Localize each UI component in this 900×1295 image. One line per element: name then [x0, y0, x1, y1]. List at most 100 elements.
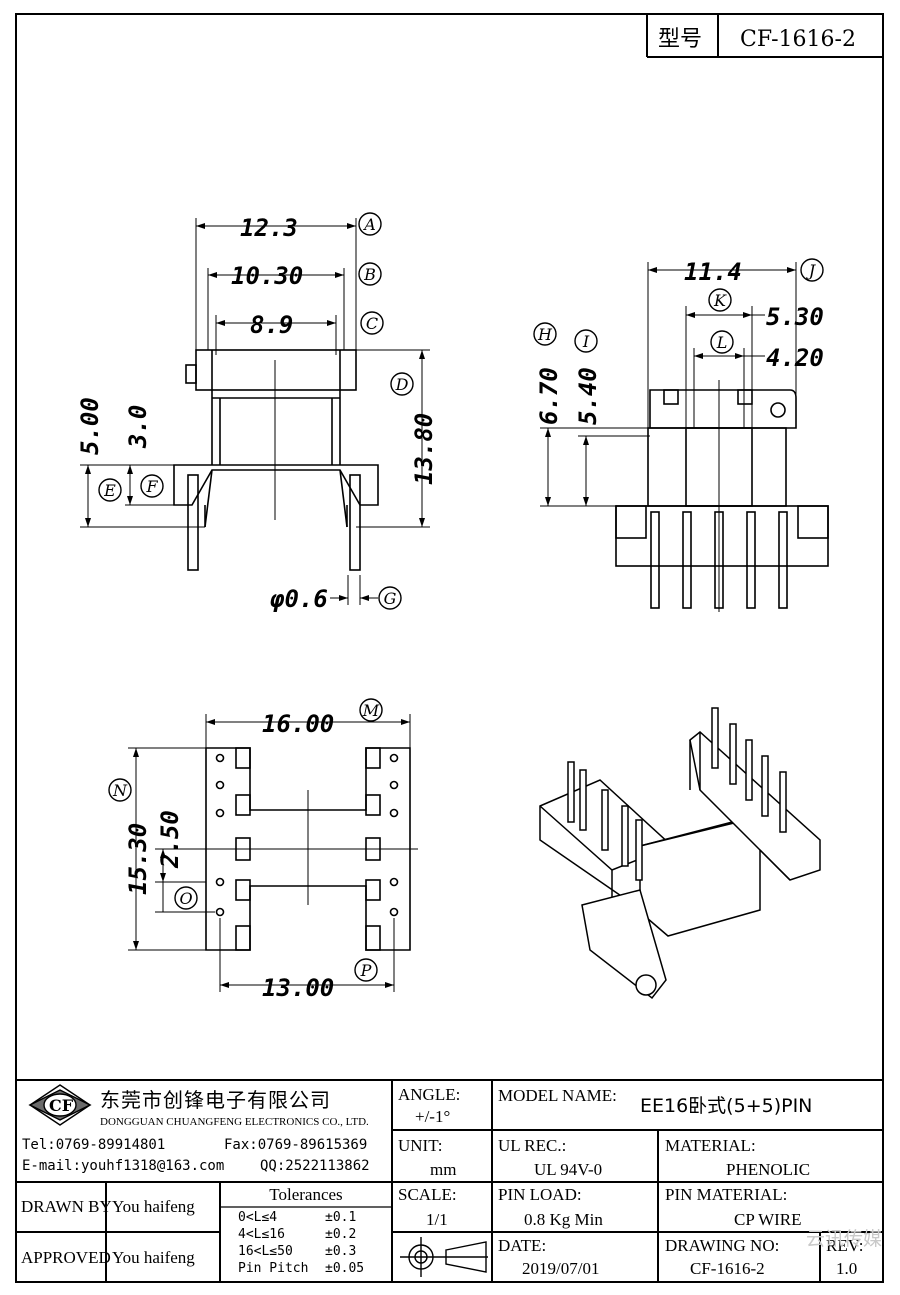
model-label: 型号 [658, 27, 702, 52]
dim-6-70: 6.70 [535, 367, 563, 425]
callout-circle-c [360, 311, 384, 335]
tol-range-2: 16<L≤50 [238, 1244, 293, 1259]
dim-8-9: 8.9 [250, 311, 293, 339]
callout-circle-d [390, 372, 414, 396]
callout-label-p: P [360, 961, 372, 980]
callout-circle-o [174, 886, 198, 910]
front-view [173, 349, 379, 571]
tolerances-title: Tolerances [269, 1185, 343, 1204]
callout-label-a: A [362, 215, 376, 234]
callout-circle-a [358, 212, 382, 236]
dim-12-3: 12.3 [240, 214, 298, 242]
tol-range-0: 0<L≤4 [238, 1210, 278, 1225]
callout-circle-g [378, 586, 402, 610]
material-label: MATERIAL: [665, 1136, 756, 1155]
approved-value: You haifeng [112, 1248, 195, 1267]
callout-circle-b [358, 262, 382, 286]
company-logo [28, 1084, 92, 1126]
drawing-no-value: CF-1616-2 [690, 1259, 765, 1278]
callout-circle-i [574, 329, 598, 353]
title-block-grid [16, 1080, 883, 1282]
model-name-label: MODEL NAME: [498, 1086, 617, 1105]
callout-label-d: D [395, 375, 409, 394]
callout-label-n: N [112, 781, 128, 800]
callout-label-k: K [713, 291, 727, 310]
dim-10-30: 10.30 [231, 262, 303, 290]
pin-load-label: PIN LOAD: [498, 1185, 582, 1204]
ul-label: UL REC.: [498, 1136, 567, 1155]
watermark: 云讯传媒 [805, 1228, 882, 1250]
company-name-cn: 东莞市创锋电子有限公司 [100, 1088, 331, 1112]
company-email: E-mail:youhf1318@163.com [22, 1158, 225, 1174]
tol-val-1: ±0.2 [325, 1227, 357, 1242]
material-value: PHENOLIC [726, 1160, 811, 1179]
side-view [615, 380, 829, 612]
scale-label: SCALE: [398, 1185, 457, 1204]
model-name-value: EE16卧式(5+5)PIN [640, 1095, 813, 1117]
callout-circle-f [140, 474, 164, 498]
callout-label-j: J [806, 261, 817, 280]
angle-label: ANGLE: [398, 1085, 461, 1104]
callout-label-b: B [363, 265, 376, 284]
pin-material-value: CP WIRE [734, 1210, 802, 1229]
tol-range-1: 4<L≤16 [238, 1227, 285, 1242]
callout-circle-h [533, 322, 557, 346]
isometric-view [539, 707, 821, 1000]
dim-11-4: 11.4 [684, 258, 742, 286]
drawing-no-label: DRAWING NO: [665, 1236, 780, 1255]
logo-text: CF [49, 1096, 74, 1115]
callout-label-i: I [582, 332, 590, 351]
callout-label-h: H [537, 325, 553, 344]
model-header-box [646, 14, 883, 58]
company-fax: Fax:0769-89615369 [224, 1137, 368, 1153]
tol-range-3: Pin Pitch [238, 1261, 309, 1276]
bottom-view [200, 747, 418, 951]
callout-label-m: M [362, 701, 380, 720]
front-dims [80, 218, 430, 605]
callout-circle-n [108, 778, 132, 802]
drawn-by-label: DRAWN BY [21, 1197, 112, 1216]
rev-value: 1.0 [836, 1259, 858, 1278]
callout-label-g: G [384, 589, 397, 608]
callout-circle-j [800, 258, 824, 282]
callout-label-o: O [179, 889, 192, 908]
pin-load-value: 0.8 Kg Min [524, 1210, 603, 1229]
tol-val-2: ±0.3 [325, 1244, 357, 1259]
drawn-by-value: You haifeng [112, 1197, 195, 1216]
company-tel: Tel:0769-89914801 [22, 1137, 166, 1153]
ul-value: UL 94V-0 [534, 1160, 603, 1179]
unit-label: UNIT: [398, 1136, 443, 1155]
dim-15-30: 15.30 [124, 823, 152, 895]
dim-13-00: 13.00 [262, 974, 334, 1002]
callout-label-f: F [145, 477, 158, 496]
dim-5-30: 5.30 [766, 303, 824, 331]
dim-2-50: 2.50 [156, 810, 184, 869]
callout-circle-l [710, 330, 734, 354]
tol-val-0: ±0.1 [325, 1210, 357, 1225]
dim-5-40: 5.40 [574, 367, 602, 425]
bottom-dims [128, 714, 411, 992]
dim-3-0: 3.0 [124, 405, 152, 449]
dim-13-80: 13.80 [410, 413, 438, 485]
callout-circle-p [354, 958, 378, 982]
dim-pin-diameter: φ0.6 [269, 585, 328, 613]
callout-circle-e [98, 478, 122, 502]
callout-label-l: L [716, 333, 728, 352]
dim-5-00: 5.00 [76, 397, 104, 455]
scale-value: 1/1 [426, 1210, 448, 1229]
pin-material-label: PIN MATERIAL: [665, 1185, 788, 1204]
dim-4-20: 4.20 [766, 344, 824, 372]
sheet-border [15, 13, 884, 1283]
unit-value: mm [430, 1160, 457, 1179]
company-qq: QQ:2522113862 [260, 1158, 370, 1174]
date-label: DATE: [498, 1236, 547, 1255]
projection-symbol [400, 1237, 488, 1277]
date-value: 2019/07/01 [522, 1259, 600, 1278]
model-value: CF-1616-2 [740, 27, 856, 52]
rev-label: REV: [826, 1236, 864, 1255]
company-name-en: DONGGUAN CHUANGFENG ELECTRONICS CO., LTD… [100, 1116, 369, 1128]
callout-label-e: E [103, 481, 116, 500]
dim-16-00: 16.00 [262, 710, 334, 738]
